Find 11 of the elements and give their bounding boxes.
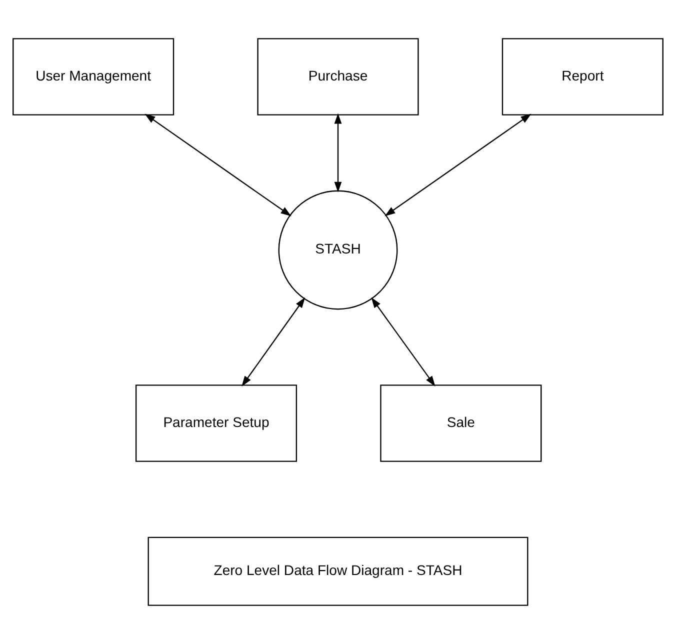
arrow — [384, 113, 532, 216]
arrow — [242, 296, 306, 386]
node-box: Sale — [380, 384, 542, 462]
node-box: Zero Level Data Flow Diagram - STASH — [148, 536, 528, 606]
node-box: User Management — [12, 38, 174, 115]
arrow — [144, 113, 292, 216]
node-box: Purchase — [257, 38, 419, 115]
arrow — [334, 112, 342, 192]
node-box: Parameter Setup — [135, 384, 298, 462]
node-box: Report — [502, 38, 664, 115]
arrow — [371, 296, 436, 386]
